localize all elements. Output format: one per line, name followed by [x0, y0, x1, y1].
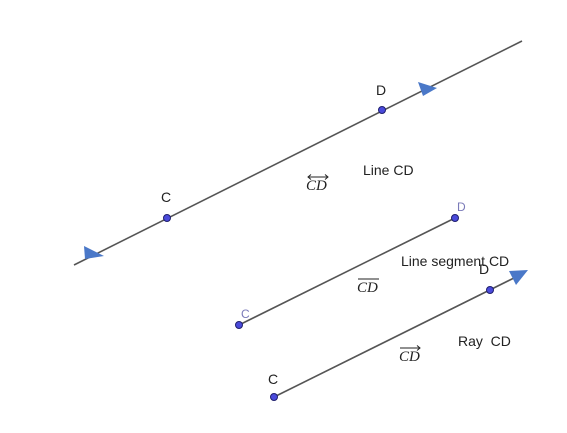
- ray-caption: Ray CD: [458, 333, 511, 349]
- segment-notation: CD: [357, 280, 378, 296]
- segment-point-c[interactable]: [235, 321, 243, 329]
- ray-point-d[interactable]: [486, 286, 494, 294]
- line-arrow-left-icon: [84, 246, 104, 259]
- segment-cd-group: C D CD Line segment CD: [235, 200, 509, 329]
- ray-label-c: C: [268, 371, 278, 387]
- line-notation: CD: [306, 178, 327, 194]
- segment-label-d: D: [457, 200, 466, 214]
- segment-label-c: C: [241, 307, 250, 321]
- ray-notation-overarrow-icon: [400, 345, 421, 351]
- line-point-d[interactable]: [378, 106, 386, 114]
- segment-point-d[interactable]: [451, 214, 459, 222]
- line-cd: [73, 40, 523, 266]
- segment-caption: Line segment CD: [401, 253, 509, 269]
- ray-cd: [273, 274, 521, 398]
- ray-arrow-icon: [509, 270, 528, 285]
- line-notation-overbar-icon: [307, 174, 329, 180]
- line-point-c[interactable]: [163, 214, 171, 222]
- ray-point-c[interactable]: [270, 393, 278, 401]
- ray-notation: CD: [399, 349, 420, 365]
- line-label-c: C: [161, 189, 171, 205]
- line-label-d: D: [376, 82, 386, 98]
- line-cd-group: C D CD Line CD: [73, 40, 523, 266]
- line-caption: Line CD: [363, 162, 414, 178]
- ray-cd-group: C D CD Ray CD: [268, 261, 528, 401]
- segment-cd: [238, 217, 456, 326]
- line-arrow-right-icon: [418, 82, 437, 96]
- ray-label-d: D: [479, 261, 489, 277]
